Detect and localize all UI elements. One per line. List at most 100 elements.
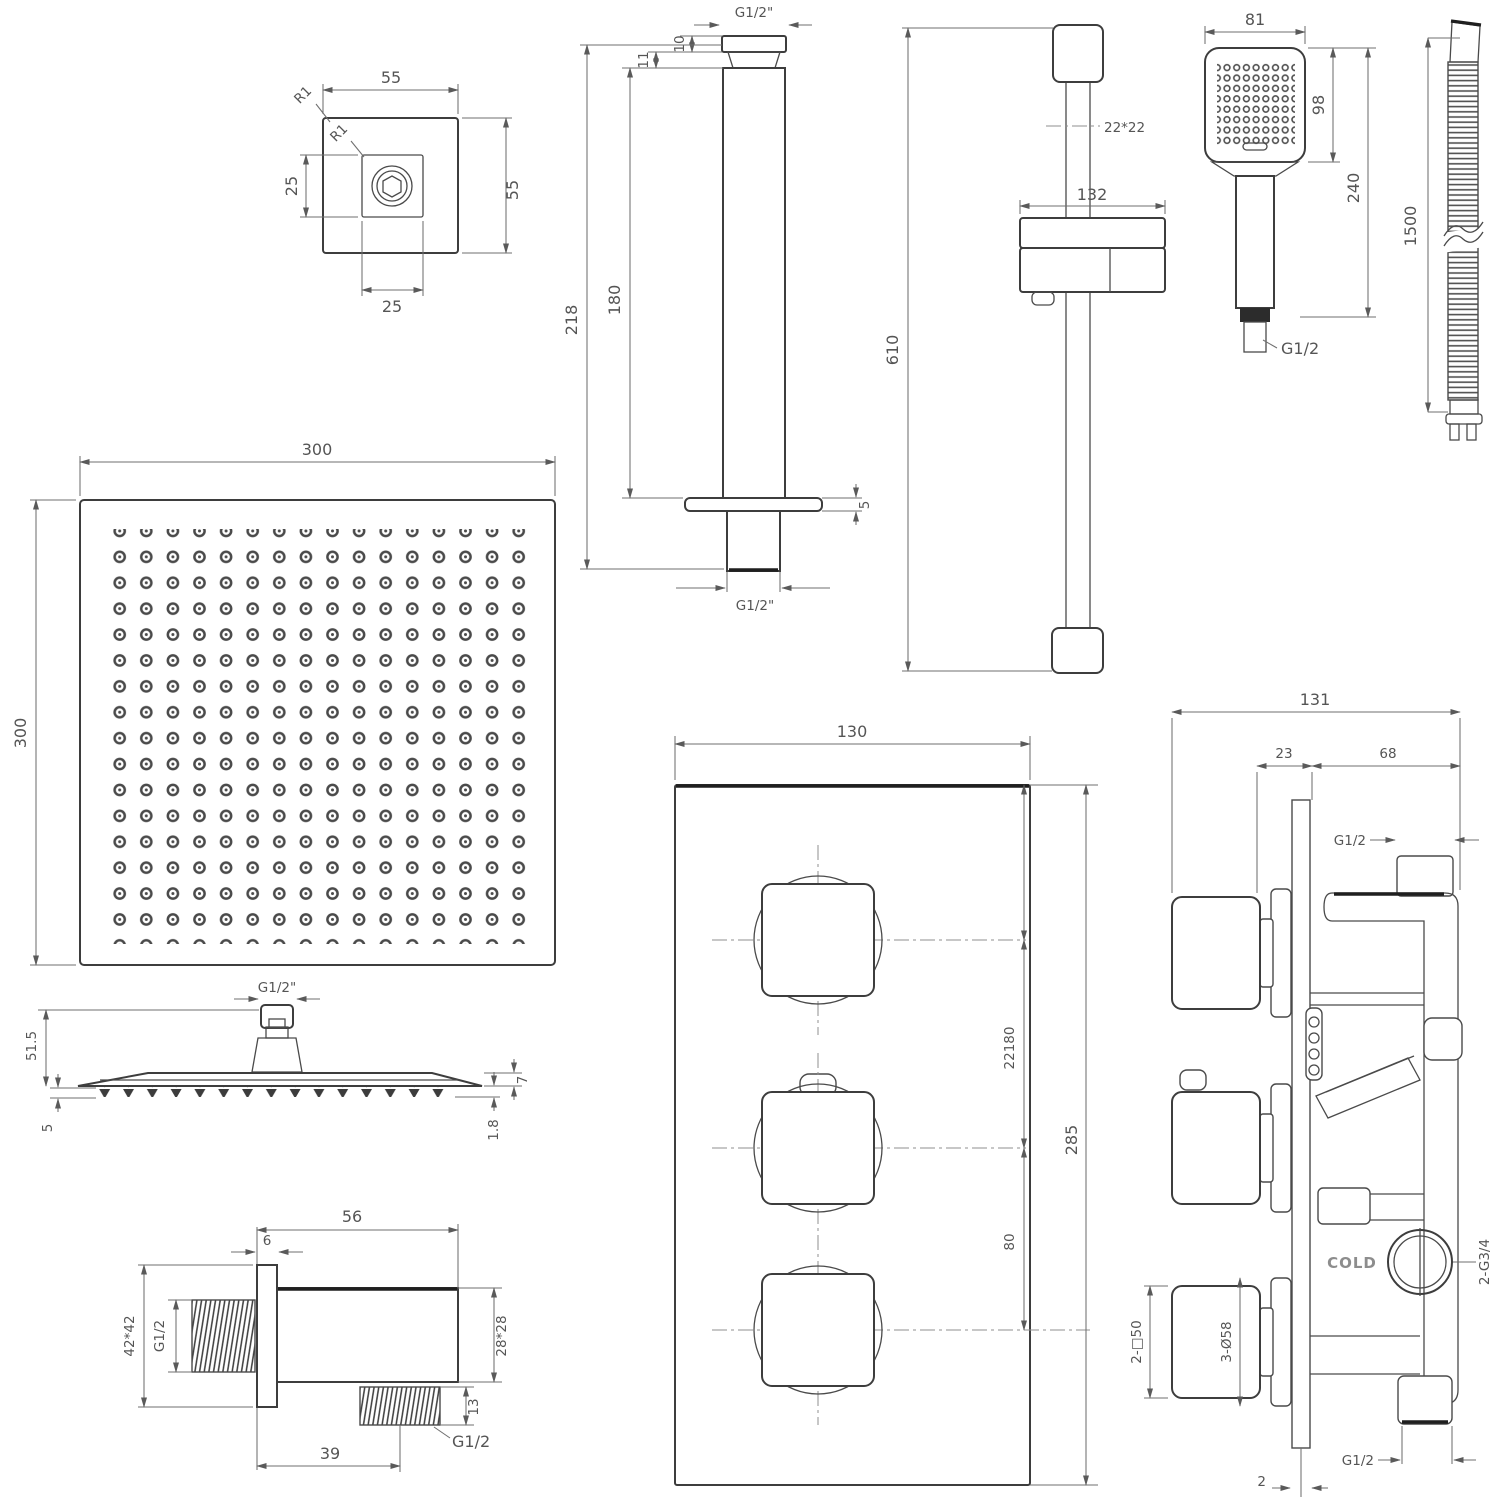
handset-slot — [1242, 142, 1268, 151]
dim-label-bracket-inner-w: 25 — [382, 297, 402, 316]
dim-label-valveside-width: 131 — [1300, 690, 1331, 709]
fillet-label-outer: R1 — [291, 83, 315, 107]
dim-label-rail-profile: 22*22 — [1104, 120, 1145, 136]
dim-label-elbow-plate: 6 — [263, 1233, 272, 1249]
valve-diagonal-pipe — [1315, 1057, 1421, 1119]
bracket-hex-socket — [382, 175, 402, 198]
view-ceiling-arm: G1/2" 10 11 218 180 5 G1/2" — [562, 5, 873, 614]
hose-break-symbol — [1442, 221, 1484, 253]
view-hand-shower: 81 98 240 G1/2 — [1204, 10, 1376, 358]
bracket-ring-inner — [376, 170, 408, 202]
hose-prong-right — [1466, 423, 1477, 441]
dim-label-elbow-flange: 42*42 — [122, 1315, 138, 1356]
dim-label-rail-slider: 132 — [1077, 185, 1108, 204]
dim-label-headside-drop: 5 — [40, 1124, 56, 1133]
dim-label-arm-a: 11 — [636, 51, 652, 68]
dim-label-headside-edge: 7 — [515, 1076, 531, 1085]
arm-ceiling-flange — [684, 497, 823, 512]
head-stem — [251, 1037, 303, 1073]
view-rain-head-side: G1/2" 51.5 5 7 1.8 — [24, 980, 531, 1141]
dim-label-bracket-inner-h: 25 — [282, 176, 301, 196]
bracket-outer-square — [322, 117, 459, 254]
head-connector-cap — [260, 1004, 294, 1029]
dim-label-elbow-thread-in: G1/2 — [152, 1320, 168, 1352]
dim-label-head-height: 300 — [11, 718, 30, 749]
hose-nut — [1449, 399, 1479, 415]
rail-slider-body — [1019, 247, 1166, 293]
rail-slider-tab — [1031, 291, 1055, 306]
dim-label-handset-total: 240 — [1344, 173, 1363, 204]
rail-bottom-bracket — [1051, 627, 1104, 674]
dim-label-bracket-width: 55 — [381, 68, 401, 87]
dim-label-elbow-out-len: 13 — [466, 1398, 482, 1415]
dim-label-valve-width: 130 — [837, 722, 868, 741]
rail-slider-top — [1019, 217, 1166, 249]
dim-label-elbow-out-pos: 39 — [320, 1444, 340, 1463]
rain-head-face — [79, 499, 556, 966]
handset-inlet-band — [1240, 308, 1270, 322]
handset-spray-face — [1217, 62, 1295, 146]
dim-label-elbow-thread-out: G1/2 — [452, 1432, 490, 1451]
valve-bottom-outlet — [1397, 1375, 1453, 1425]
arm-tube — [722, 67, 786, 499]
bracket-inner-square — [361, 154, 424, 218]
fillet-label-inner: R1 — [327, 121, 351, 145]
dim-label-arm-tube: 180 — [605, 285, 624, 316]
dim-label-arm-total: 218 — [562, 305, 581, 336]
arm-collar — [727, 51, 781, 69]
dim-label-valveside-plate: 2 — [1257, 1474, 1266, 1490]
dim-label-headside-height: 51.5 — [24, 1031, 40, 1061]
dim-label-valve-span-top: 22180 — [1002, 1027, 1018, 1070]
dim-label-bracket-height: 55 — [503, 180, 522, 200]
dim-label-valve-span-bottom: 80 — [1002, 1233, 1018, 1250]
dim-label-head-width: 300 — [302, 440, 333, 459]
dim-label-valveside-knob-square: 2-□50 — [1129, 1320, 1145, 1363]
view-valve-side: COLD 131 23 68 G1/2 2-G3/4 2-□50 3-Ø58 G… — [1129, 690, 1493, 1497]
valve-knob-middle — [712, 1053, 1026, 1243]
rain-head-nozzle-grid — [101, 529, 527, 944]
dim-label-valveside-escutcheon: 3-Ø58 — [1219, 1321, 1235, 1362]
dim-label-arm-thread-bottom: G1/2" — [736, 598, 774, 614]
dim-label-elbow-body: 28*28 — [494, 1315, 510, 1356]
arm-top-cap — [721, 35, 787, 53]
valve-knob-bottom — [712, 1235, 1090, 1425]
dim-label-headside-thread: G1/2" — [258, 980, 296, 996]
dim-label-headside-tip: 1.8 — [486, 1119, 502, 1140]
view-wall-elbow: 56 6 42*42 G1/2 28*28 13 G1/2 39 — [122, 1207, 510, 1472]
dim-label-valveside-knob: 23 — [1275, 746, 1292, 762]
elbow-thread-outlet — [359, 1386, 441, 1426]
hose-cone — [1445, 413, 1483, 425]
handset-handle — [1235, 175, 1275, 309]
valve-side-knobs — [1171, 888, 1292, 1407]
dim-label-arm-b: 10 — [672, 35, 688, 52]
view-shower-hose: 1500 — [1401, 19, 1484, 441]
dim-label-arm-flange: 5 — [857, 501, 873, 510]
dim-label-handset-thread: G1/2 — [1281, 339, 1319, 358]
rail-top-bracket — [1052, 24, 1104, 83]
elbow-body — [276, 1287, 459, 1383]
handset-inlet-stub — [1243, 321, 1267, 353]
valve-side-body — [1305, 855, 1463, 1425]
bracket-ring-outer — [371, 165, 413, 207]
hose-prong-left — [1449, 423, 1460, 441]
arm-bottom-stub — [726, 510, 781, 572]
dim-label-handset-head: 98 — [1309, 95, 1328, 115]
dim-label-valveside-port-top: G1/2 — [1334, 833, 1366, 849]
dim-label-rail-length: 610 — [883, 335, 902, 366]
dim-label-handset-width: 81 — [1245, 10, 1265, 29]
dim-label-valve-height: 285 — [1062, 1125, 1081, 1156]
cold-port-label: COLD — [1327, 1254, 1377, 1272]
head-connector-detail — [268, 1018, 286, 1029]
dim-label-elbow-width: 56 — [342, 1207, 362, 1226]
dim-label-valveside-body: 68 — [1379, 746, 1396, 762]
dim-label-valveside-port-bottom: G1/2 — [1342, 1453, 1374, 1469]
dim-label-arm-thread-top: G1/2" — [735, 5, 773, 21]
view-valve-front: 130 22180 80 285 — [674, 722, 1098, 1486]
hose-top-neck — [1449, 21, 1481, 63]
valve-knob-top — [712, 845, 1026, 1035]
view-rain-head-top: 300 300 — [11, 440, 556, 966]
dim-label-valveside-inlets: 2-G3/4 — [1477, 1239, 1493, 1285]
elbow-thread-inlet — [191, 1299, 256, 1373]
